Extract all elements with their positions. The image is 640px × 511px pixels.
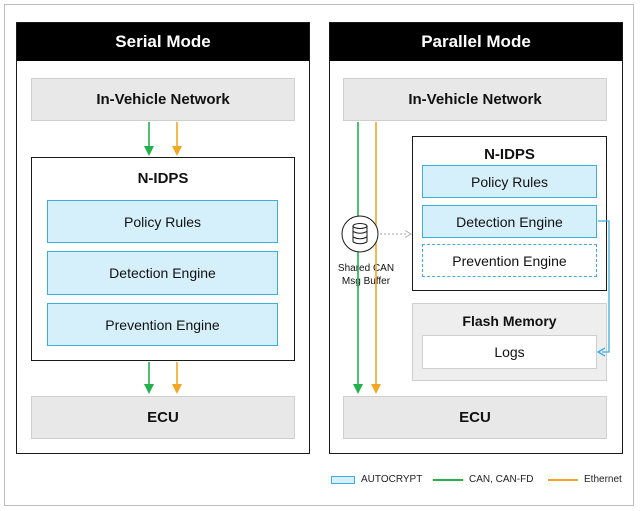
serial-policy-rules: Policy Rules bbox=[47, 200, 278, 243]
legend-autocrypt: AUTOCRYPT bbox=[331, 474, 422, 485]
parallel-prevention-engine: Prevention Engine bbox=[422, 244, 597, 277]
buffer-label-line1: Shared CAN bbox=[337, 263, 395, 274]
ethernet-line-swatch bbox=[548, 478, 578, 481]
parallel-ecu: ECU bbox=[343, 396, 607, 439]
logs-box: Logs bbox=[422, 335, 597, 369]
serial-in-vehicle-network: In-Vehicle Network bbox=[31, 78, 295, 121]
legend-ethernet: Ethernet bbox=[548, 474, 622, 485]
legend-can: CAN, CAN-FD bbox=[433, 474, 533, 485]
parallel-eth-arrowhead bbox=[371, 384, 381, 394]
buffer-to-nidps-arrowhead bbox=[404, 230, 412, 238]
diagram-frame bbox=[4, 4, 634, 506]
flash-memory-title: Flash Memory bbox=[462, 313, 557, 329]
legend-can-label: CAN, CAN-FD bbox=[469, 474, 534, 485]
parallel-detection-engine: Detection Engine bbox=[422, 205, 597, 238]
serial-detection-engine: Detection Engine bbox=[47, 251, 278, 295]
legend-autocrypt-label: AUTOCRYPT bbox=[361, 474, 423, 485]
serial-can-arrowhead-bottom bbox=[144, 384, 154, 394]
serial-eth-arrowhead-bottom bbox=[172, 384, 182, 394]
serial-nidps-title: N-IDPS bbox=[137, 170, 189, 187]
serial-mode-title: Serial Mode bbox=[17, 23, 309, 61]
database-icon bbox=[341, 215, 379, 253]
parallel-mode-title: Parallel Mode bbox=[330, 23, 622, 61]
serial-eth-arrowhead-top bbox=[172, 146, 182, 156]
detection-to-logs-arrow bbox=[598, 220, 610, 353]
parallel-in-vehicle-network: In-Vehicle Network bbox=[343, 78, 607, 121]
legend-ethernet-label: Ethernet bbox=[584, 474, 622, 485]
parallel-can-arrowhead bbox=[353, 384, 363, 394]
parallel-nidps-title: N-IDPS bbox=[484, 146, 535, 163]
parallel-policy-rules: Policy Rules bbox=[422, 165, 597, 198]
serial-prevention-engine: Prevention Engine bbox=[47, 303, 278, 346]
shared-can-buffer-label: Shared CAN Msg Buffer bbox=[331, 262, 401, 288]
buffer-label-line2: Msg Buffer bbox=[341, 276, 391, 287]
serial-ecu: ECU bbox=[31, 396, 295, 439]
serial-can-arrowhead-top bbox=[144, 146, 154, 156]
detection-to-logs-arrowhead bbox=[596, 347, 606, 357]
can-line-swatch bbox=[433, 478, 463, 481]
autocrypt-swatch bbox=[331, 475, 355, 484]
